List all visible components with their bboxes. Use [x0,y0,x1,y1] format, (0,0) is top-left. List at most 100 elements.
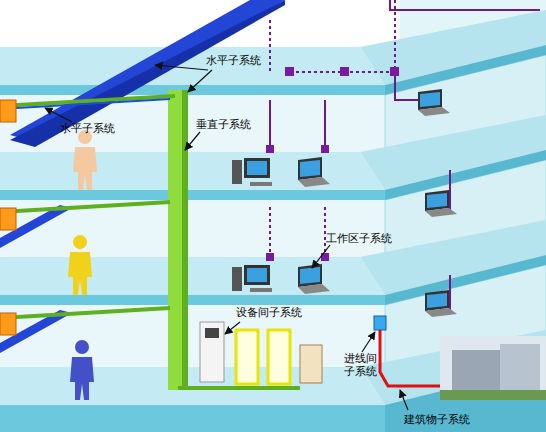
part-label: 水平子系统 [60,122,150,135]
building-photo [440,336,546,400]
vertical-riser [168,90,188,390]
equipment-cabinet [200,322,224,382]
slab-side [385,45,546,95]
screen [247,161,267,175]
monitor [244,265,270,285]
laptop-computer [425,190,457,217]
slab-side [385,150,546,200]
drop-cable [269,100,271,150]
work-area-cabling [270,0,540,310]
server-box [300,345,322,383]
keyboard [250,182,272,186]
slab-top [0,367,385,405]
person [68,235,92,295]
floor-slabs [0,10,546,432]
laptop-base [298,284,330,294]
person-body [68,252,92,295]
patch-rack [268,330,290,384]
leader-line [400,390,408,410]
slab-top [360,330,546,405]
outlets [266,67,399,261]
monitor [244,158,270,178]
leader-line [362,332,375,352]
screen [300,267,320,284]
screen [300,160,320,177]
keyboard [250,288,272,292]
outlet [321,145,329,153]
photo-ground [440,390,546,400]
leader-line [225,322,240,334]
photo-sky [440,336,546,400]
laptop-base [298,177,330,187]
part-label: 垂直子系统 [196,118,286,131]
slab-front [0,190,385,200]
leader-line [155,65,208,70]
equipment-room [200,322,322,384]
horizontal-cable [0,99,170,109]
laptop-computer [298,157,330,187]
laptop-computer [418,89,450,116]
building-block [500,344,540,390]
horizontal-cable [178,386,300,390]
slab-top [0,257,385,295]
laptop-lid [298,264,322,287]
outlet [340,67,349,76]
outlet [285,67,294,76]
outlet [266,253,274,261]
screen [427,193,447,208]
patch-rack [236,330,258,384]
ceiling-cable [269,20,271,72]
leader-line [188,70,212,92]
slab-top [0,152,385,190]
outlet [266,145,274,153]
person-head [73,235,87,249]
ceiling-cable [390,0,540,10]
leader-line [185,132,200,150]
slab-front [0,85,385,95]
laptop-computer [298,264,330,294]
horizontal-cable [0,202,170,212]
desktop-computer [232,265,272,292]
screen [420,92,440,107]
part-label: 工作区子系统 [326,232,426,245]
slab-front [0,405,385,432]
leader-line [312,245,330,268]
person [70,340,94,400]
cabinet-panel [205,328,219,338]
distributor-box [0,100,16,122]
person-head [75,340,89,354]
slab-front [0,295,385,305]
drop-cable [324,100,326,150]
distributor-box [0,208,16,230]
laptop-lid [425,190,449,211]
drop-cable [269,205,271,258]
ceiling-cable [290,0,395,72]
laptop-lid [298,157,322,180]
entrance-box [374,316,386,330]
distributor-box [0,313,16,335]
backbone-cable [380,330,450,386]
screen [247,268,267,282]
outlet [390,67,399,76]
part-label: 设备间子系统 [236,306,336,319]
horizontal-cable [0,308,170,318]
laptop-lid [425,290,449,311]
floor-distributor [0,100,16,335]
slab-side [385,255,546,305]
part-label: 水平子系统 [206,54,296,67]
part-label: 建筑物子系统 [404,413,504,426]
person-body [73,147,97,190]
cable-tray [10,0,285,147]
screen [427,293,447,308]
laptop-computer [425,290,457,317]
vertical-riser [182,90,188,390]
part-label: 进线间 子系统 [344,352,384,378]
desktop-computer [232,158,272,186]
pc-tower [232,160,242,184]
leader-line [45,108,72,122]
pc-tower [232,267,242,291]
laptop-base [425,308,457,317]
